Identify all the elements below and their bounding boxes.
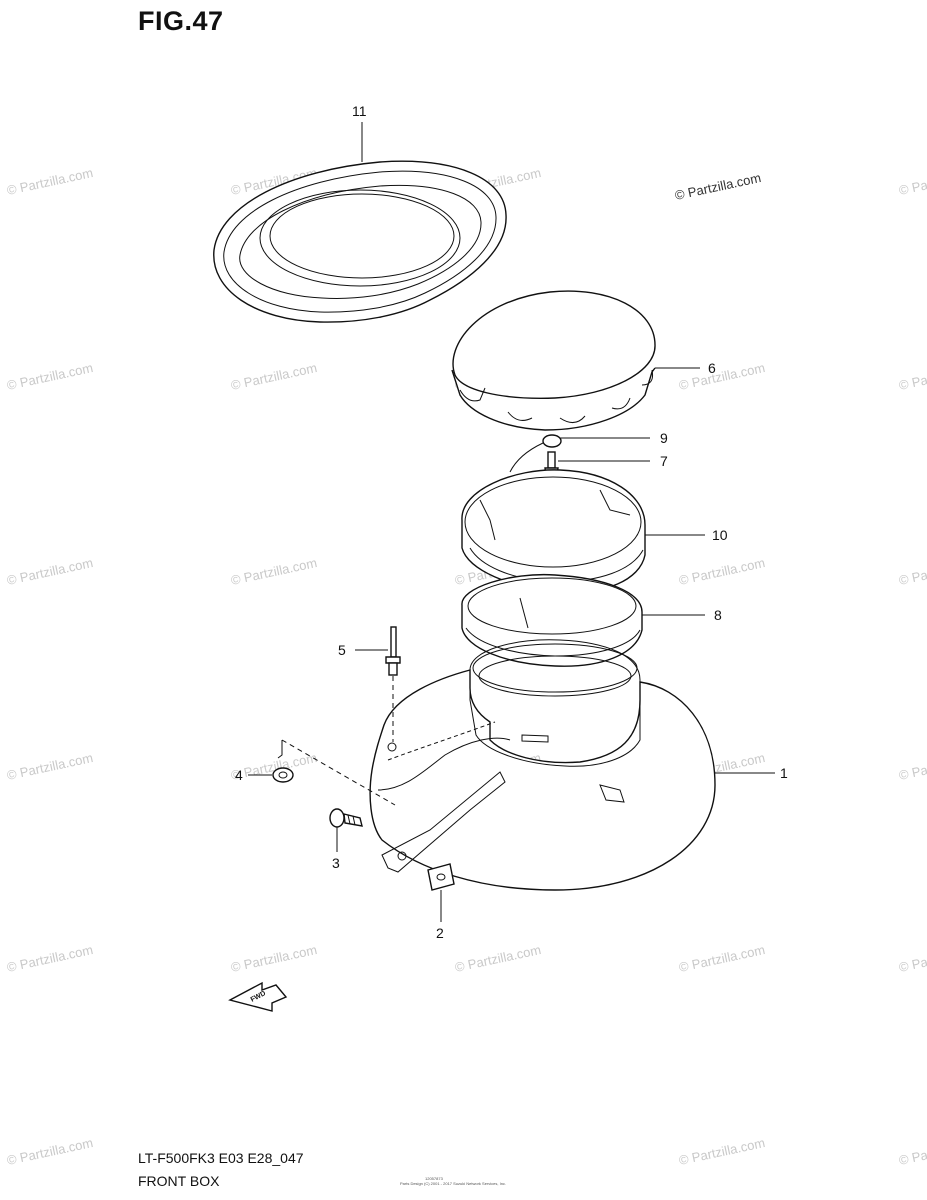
callout-10: 10 <box>712 527 728 543</box>
watermark: © Partzilla.com <box>6 1135 95 1168</box>
watermark: © Partzilla.com <box>454 942 543 975</box>
callout-1: 1 <box>780 765 788 781</box>
leader-lines <box>248 122 775 922</box>
watermark: © Partzilla.com <box>230 360 319 393</box>
watermark: © Partzilla.com <box>6 165 95 198</box>
watermark-layer: © Partzilla.com © Partzilla.com © Partzi… <box>6 165 927 1168</box>
watermark: © Partzilla.com <box>678 1135 767 1168</box>
watermark: © Partzilla.com <box>678 942 767 975</box>
watermark: © Partzilla.com <box>6 555 95 588</box>
figure-title: FIG.47 <box>138 6 224 36</box>
watermark: © Partzilla.com <box>6 750 95 783</box>
watermark: © Partzilla.com <box>898 555 927 588</box>
watermark: © Partzilla.com <box>230 555 319 588</box>
watermark: © Partzilla.com <box>898 1135 927 1168</box>
copyright-mark: © Partzilla.com <box>674 170 763 203</box>
callout-5: 5 <box>338 642 346 658</box>
callout-3: 3 <box>332 855 340 871</box>
callout-6: 6 <box>708 360 716 376</box>
part-4-washer <box>272 739 396 806</box>
callouts: 11 6 9 7 10 8 5 1 4 3 2 <box>235 103 788 941</box>
fwd-arrow: FWD <box>228 981 288 1012</box>
section-name: FRONT BOX <box>138 1173 220 1189</box>
watermark: © Partzilla.com <box>6 942 95 975</box>
part-2-nut <box>427 863 455 891</box>
watermark: © Partzilla.com <box>678 555 767 588</box>
watermark: © Partzilla.com <box>898 942 927 975</box>
callout-8: 8 <box>714 607 722 623</box>
part-11-seal <box>213 160 507 323</box>
callout-4: 4 <box>235 767 243 783</box>
watermark: © Partzilla.com <box>898 750 927 783</box>
callout-11: 11 <box>352 103 367 119</box>
callout-9: 9 <box>660 430 668 446</box>
part-1-front-box <box>369 639 716 891</box>
model-code: LT-F500FK3 E03 E28_047 <box>138 1150 304 1166</box>
callout-7: 7 <box>660 453 668 469</box>
watermark: © Partzilla.com <box>898 360 927 393</box>
part-10-ring <box>461 469 646 594</box>
watermark: © Partzilla.com <box>230 942 319 975</box>
part-5-rivet <box>385 626 401 742</box>
callout-2: 2 <box>436 925 444 941</box>
watermark: © Partzilla.com <box>678 360 767 393</box>
tiny-code: 12057873 <box>425 1176 443 1181</box>
part-9-cord <box>509 434 562 473</box>
watermark: © Partzilla.com <box>6 360 95 393</box>
part-3-screw <box>329 808 363 828</box>
part-6-cap <box>451 290 656 431</box>
part-8-ring <box>461 573 643 667</box>
watermark: © Partzilla.com <box>898 165 927 198</box>
tiny-copyright: Parts Design (C) 2001 - 2017 Suzuki Netw… <box>400 1181 507 1186</box>
